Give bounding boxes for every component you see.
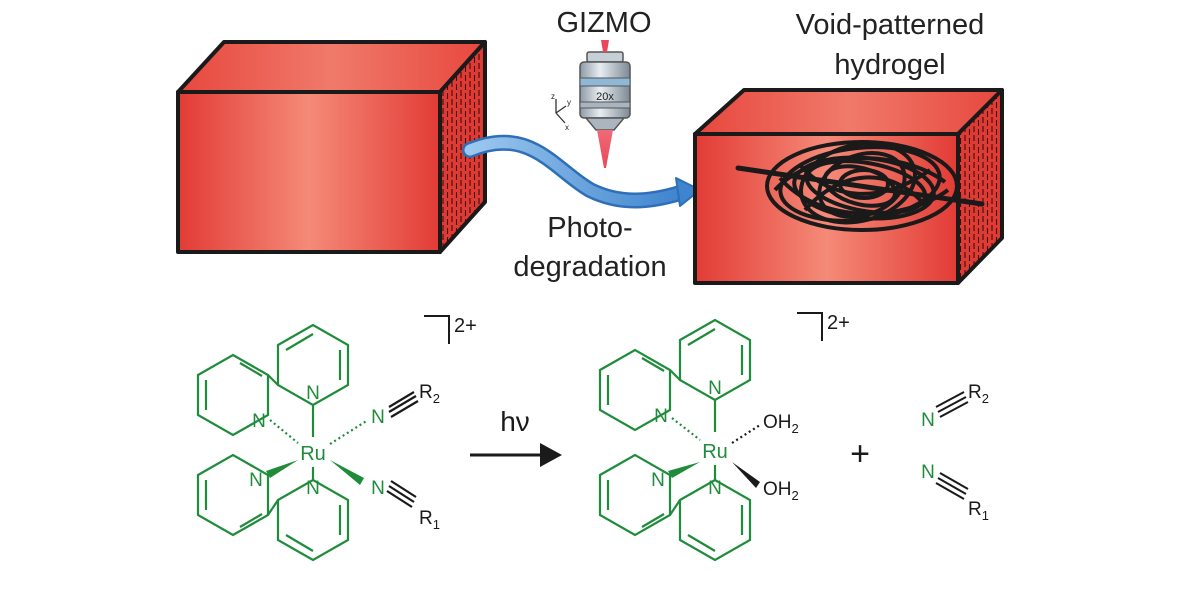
- result-label-line1: Void-patterned: [796, 9, 985, 41]
- process-arrow-shaft-fill: [464, 137, 686, 206]
- product-n-top: N: [708, 378, 722, 399]
- reactant-r2-label: R2: [419, 382, 440, 406]
- ru-complex-reactant: [196, 323, 419, 562]
- objective-top-cap: [586, 51, 624, 63]
- reactant-charge-bracket: [424, 315, 450, 344]
- ru-complex-product: [598, 318, 761, 562]
- process-label-line2: degradation: [513, 251, 666, 283]
- wedge-bond-product-left: [668, 462, 700, 478]
- block-before-front-face: [176, 90, 442, 254]
- objective-nose: [584, 117, 626, 131]
- microscope-objective: 20x: [579, 40, 631, 168]
- product-water-upper: OH2: [763, 412, 799, 436]
- plus-sign: +: [850, 435, 870, 473]
- released-r2-label: R2: [968, 382, 989, 406]
- light-symbol: hν: [500, 406, 530, 437]
- block-before-top-face: [176, 40, 487, 94]
- product-metal-label: Ru: [702, 441, 728, 463]
- process-arrow-head: [675, 177, 701, 207]
- released-r1-label: R1: [968, 499, 989, 523]
- result-label-line2: hydrogel: [834, 49, 945, 81]
- axis-z-label: z: [551, 92, 555, 101]
- reactant-n-left-lower: N: [249, 470, 263, 491]
- axis-x-label: x: [565, 123, 569, 132]
- product-charge-bracket: [797, 312, 823, 341]
- product-charge-label: 2+: [827, 312, 850, 334]
- reaction-arrow: [470, 443, 562, 467]
- reactant-r1-label: R1: [419, 508, 440, 532]
- released-n-lower: N: [921, 462, 935, 483]
- released-nitrile-lower: [935, 472, 969, 500]
- axis-y-label: y: [567, 98, 571, 107]
- axis-indicator: [555, 99, 567, 124]
- wedge-bond-reactant-left: [266, 460, 298, 478]
- instrument-label: GIZMO: [556, 7, 651, 39]
- product-n-left-lower: N: [651, 470, 665, 491]
- process-label-line1: Photo-: [547, 212, 632, 244]
- reactant-metal-label: Ru: [300, 443, 326, 465]
- wedge-bond-product-right: [732, 462, 760, 488]
- objective-band-lower: [579, 101, 631, 109]
- laser-beam: [597, 130, 613, 168]
- hydrogel-block-after: [693, 88, 1004, 285]
- process-arrow-shaft: [462, 134, 688, 209]
- objective-band: [579, 77, 631, 87]
- process-arrow: [462, 134, 701, 209]
- laser-beam-upper: [601, 40, 609, 52]
- wedge-bond-reactant-right: [330, 460, 364, 485]
- block-after-end-face: [956, 88, 1004, 285]
- product-water-lower: OH2: [763, 479, 799, 503]
- objective-body: [579, 61, 631, 119]
- reactant-n-left-upper: N: [252, 411, 266, 432]
- released-nitrile-upper: [935, 391, 969, 418]
- reactant-n-nitrile-upper: N: [371, 407, 385, 428]
- reactant-n-nitrile-lower: N: [371, 478, 385, 499]
- block-after-top-face: [693, 88, 1004, 136]
- released-n-upper: N: [921, 410, 935, 431]
- hydrogel-block-before: [176, 40, 487, 254]
- void-pattern: [765, 140, 959, 232]
- reactant-n-top: N: [306, 383, 320, 404]
- product-n-left-upper: N: [654, 406, 668, 427]
- void-channel: [735, 165, 985, 207]
- reactant-n-bottom: N: [306, 478, 320, 499]
- product-n-bottom: N: [708, 478, 722, 499]
- objective-magnification-label: 20x: [596, 91, 614, 103]
- block-before-end-face: [438, 40, 487, 254]
- reactant-charge-label: 2+: [454, 315, 477, 337]
